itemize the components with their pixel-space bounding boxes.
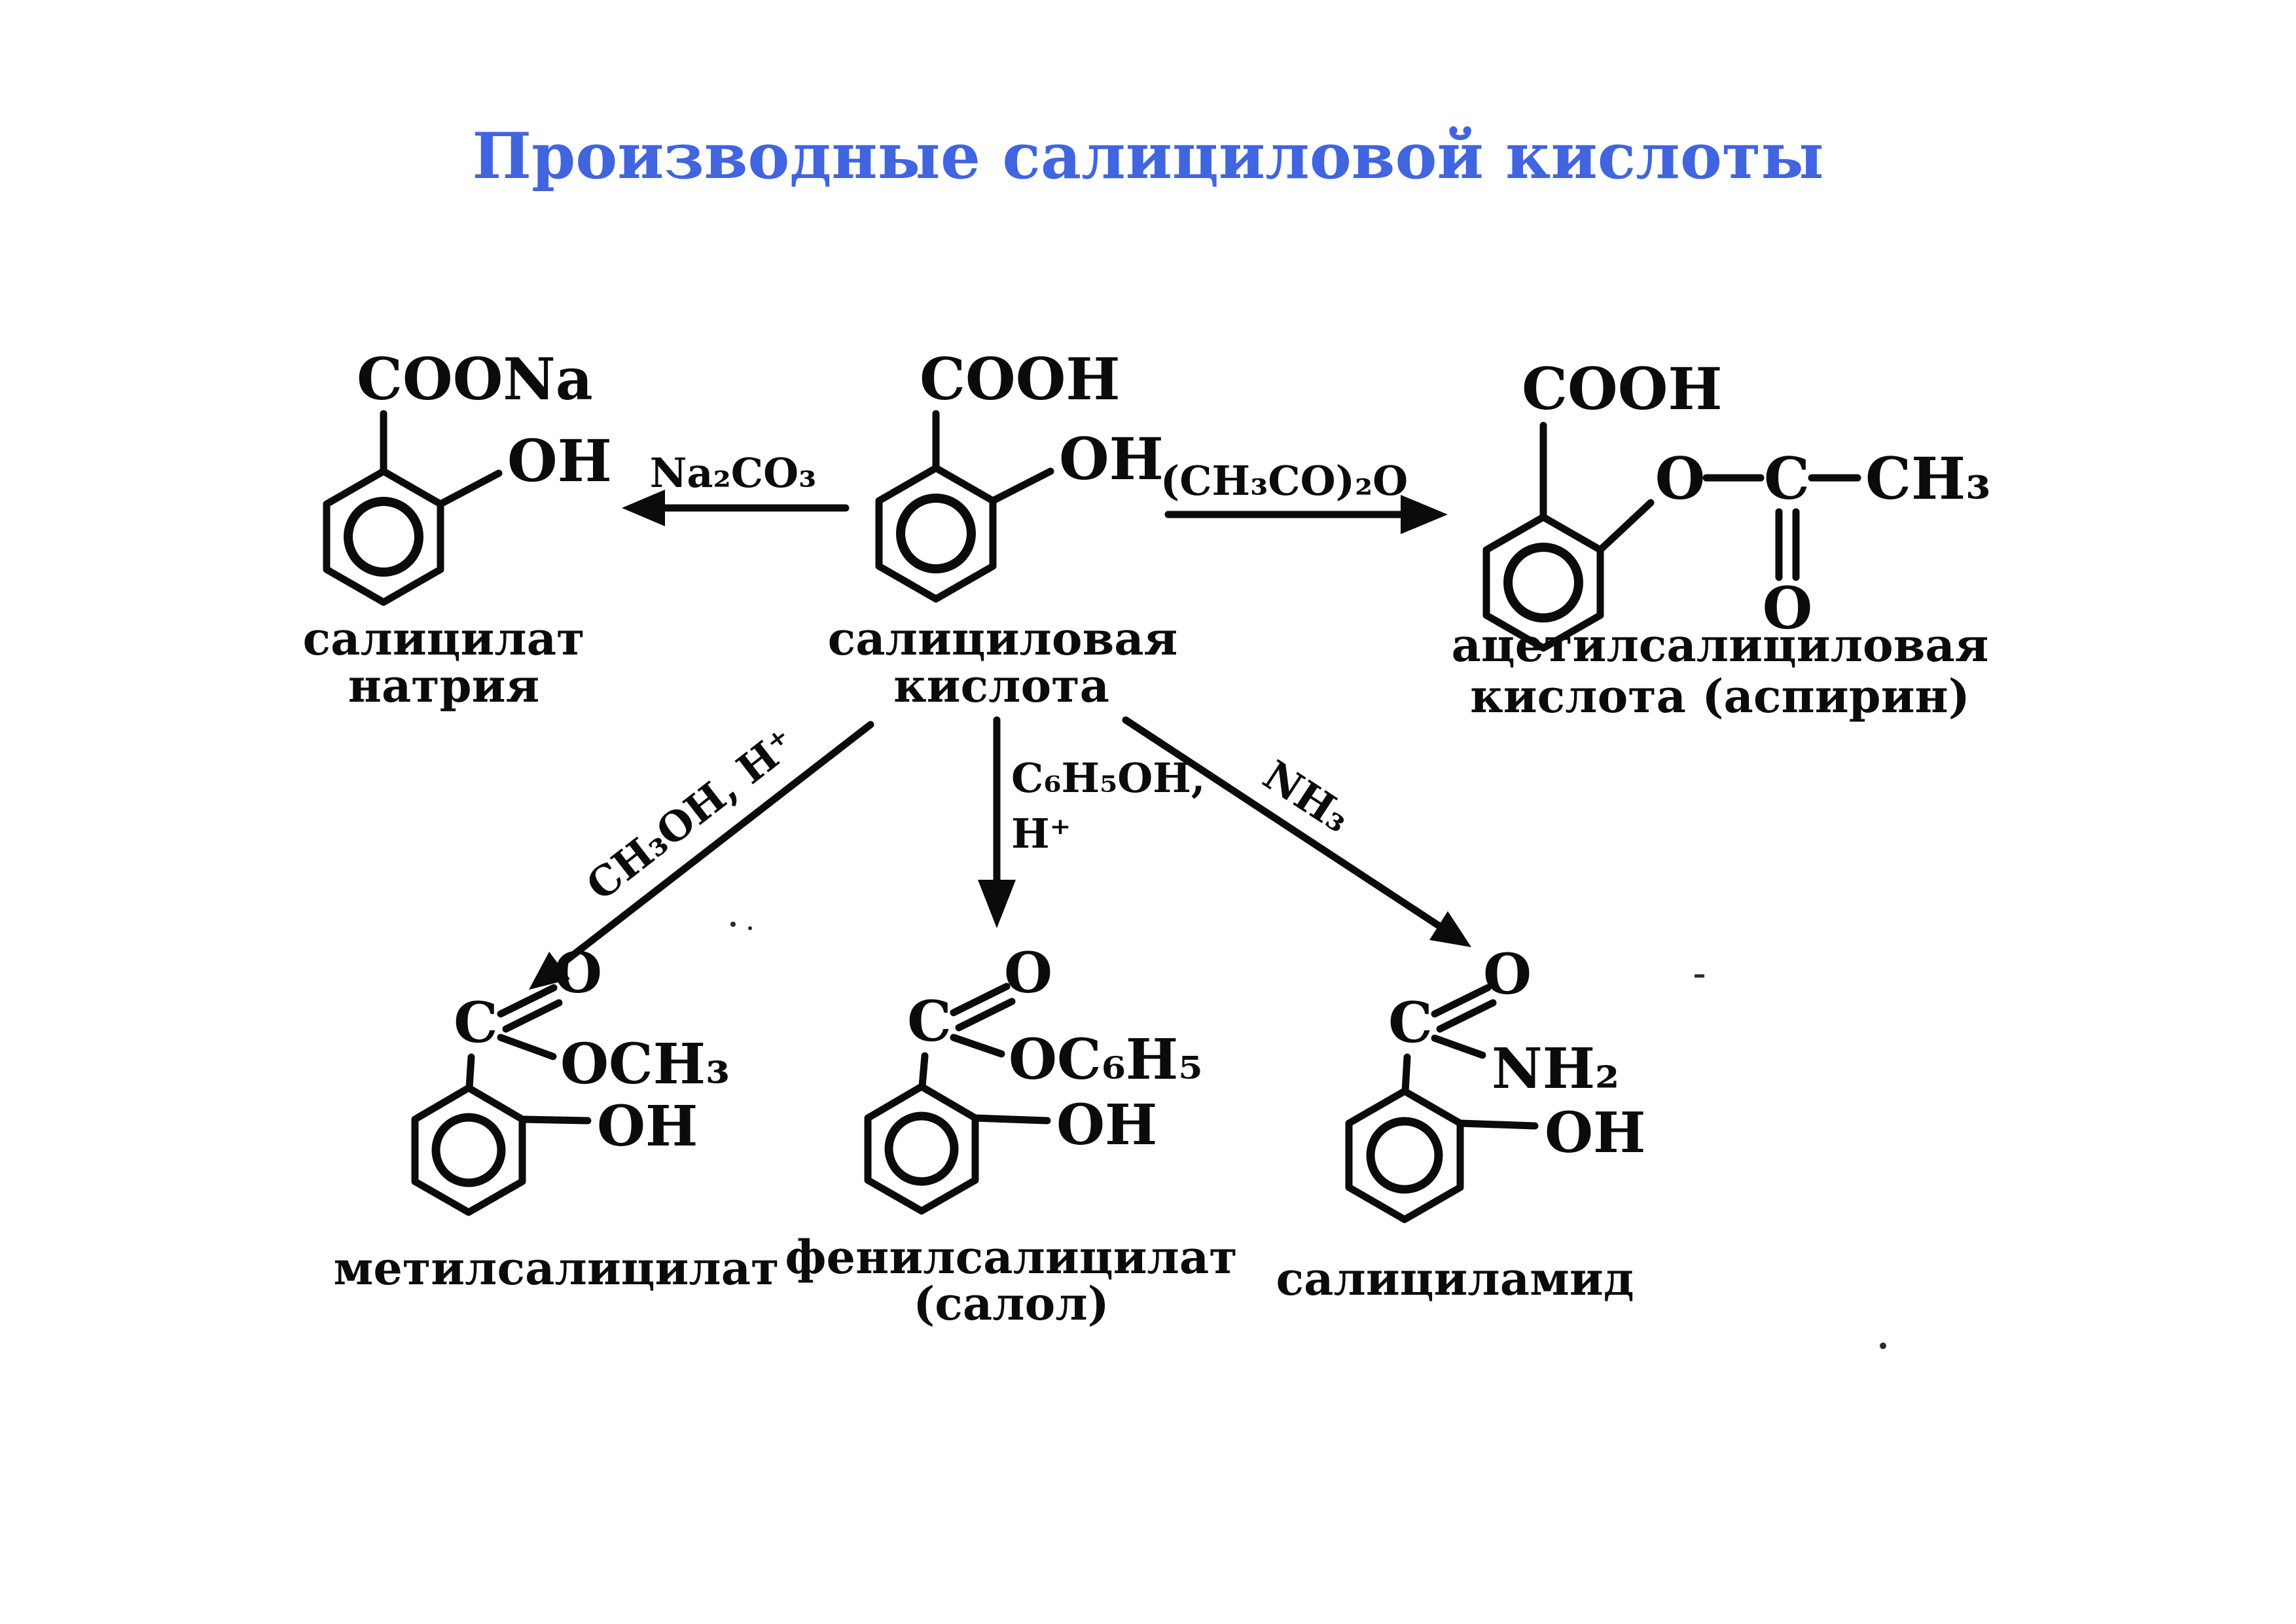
carbonyl-carbon-label: C	[907, 989, 952, 1055]
carbonyl-double-bond-line2	[955, 998, 1016, 1032]
ester-carbon-label: C	[1764, 444, 1810, 513]
reagent-label-ammonia: NH₃	[1255, 751, 1359, 842]
arrow-head-down-right	[1429, 911, 1471, 947]
speckle-dot	[730, 922, 736, 927]
arrow-shaft	[556, 721, 874, 969]
bond-c-to-ring	[465, 1053, 475, 1092]
compound-name-line1: фенилсалицилат	[785, 1230, 1237, 1284]
ester-oxygen-label: O	[1655, 444, 1706, 513]
arrow-shaft	[1122, 716, 1443, 929]
benzene-ring-circle	[1503, 543, 1583, 623]
coona-group-label: COONa	[357, 345, 593, 413]
hydroxyl-label: OH	[1545, 1100, 1645, 1166]
structure-salicylamide: C O NH₂ OH салициламид	[1276, 942, 1646, 1306]
structure-methyl-salicylate: C O OCH₃ OH метилсалицилат	[334, 941, 780, 1295]
methyl-group-label: CH₃	[1865, 444, 1991, 513]
benzene-ring-circle	[884, 1111, 959, 1186]
carbonyl-double-bond-line2	[502, 999, 563, 1033]
hydroxyl-label: OH	[1059, 425, 1164, 493]
carbonyl-double-bond-line1	[497, 984, 558, 1018]
structure-acetylsalicylic-acid: COOH O C CH₃ O ацетилсалициловая кислота…	[1452, 355, 1991, 723]
reaction-arrow-na2co3: Na₂CO₃	[622, 449, 850, 526]
speckle-dot	[1880, 1343, 1886, 1349]
benzene-ring-hexagon	[411, 1084, 526, 1216]
carbonyl-double-bond-line2	[1436, 999, 1497, 1033]
hydroxyl-label: OH	[1056, 1092, 1157, 1158]
amide-group-label: NH₂	[1492, 1036, 1619, 1102]
bond-c-to-ester	[497, 1034, 557, 1060]
bond-ring-to-oh	[971, 1114, 1051, 1125]
bond-ring-to-ester-o	[1596, 499, 1655, 554]
compound-name-line1: метилсалицилат	[334, 1241, 780, 1295]
arrow-head-down	[978, 880, 1016, 928]
diagram-title: Производные салициловой кислоты	[472, 119, 1823, 193]
compound-name-line2: кислота (аспирин)	[1470, 669, 1970, 723]
reaction-arrow-ammonia: NH₃	[1122, 716, 1471, 947]
benzene-ring-hexagon	[1345, 1087, 1464, 1223]
benzene-ring-circle	[344, 497, 423, 577]
reagent-label-na2co3: Na₂CO₃	[650, 449, 817, 497]
compound-name-line2: (салол)	[913, 1276, 1109, 1331]
bond-ring-to-oh	[518, 1115, 592, 1125]
compound-name-line1: салицилат	[303, 611, 585, 666]
reagent-label-phenol-line2: H⁺	[1011, 810, 1071, 857]
compound-name-line2: натрия	[348, 659, 540, 713]
cooh-group-label: COOH	[1522, 355, 1723, 423]
carbonyl-double-bond-line1	[950, 983, 1011, 1017]
hydroxyl-label: OH	[597, 1094, 698, 1159]
benzene-ring-hexagon	[864, 1083, 979, 1215]
scan-artifacts	[730, 922, 1886, 1349]
bond-ring-to-oh	[437, 469, 503, 508]
ester-group-label: OC₆H₅	[1009, 1027, 1202, 1092]
bond-ring-to-oh	[989, 467, 1054, 505]
carbonyl-oxygen-label: O	[1763, 574, 1813, 642]
ester-group-label: OCH₃	[560, 1032, 730, 1097]
bond-c-to-ester	[950, 1034, 1005, 1058]
structure-sodium-salicylate: COONa OH салицилат натрия	[303, 345, 612, 713]
speckle-dot	[748, 926, 752, 930]
bond-c-to-ring	[918, 1052, 929, 1091]
benzene-ring-circle	[1366, 1117, 1443, 1194]
carbonyl-oxygen-label: O	[1483, 942, 1532, 1007]
reaction-arrow-acetic-anhydride: (CH₃CO)₂O	[1160, 457, 1448, 534]
compound-name-line1: салициламид	[1276, 1252, 1634, 1306]
bond-c-to-amide	[1431, 1034, 1486, 1059]
carbonyl-oxygen-label: O	[1004, 941, 1052, 1006]
reagent-label-acetic-anhydride: (CH₃CO)₂O	[1160, 457, 1408, 505]
arrow-head-left	[622, 490, 665, 526]
reagent-label-methanol: CH₃OH, H⁺	[577, 719, 804, 910]
structure-phenyl-salicylate: C O OC₆H₅ OH фенилсалицилат (салол)	[785, 941, 1237, 1331]
cooh-group-label: COOH	[920, 345, 1121, 413]
hydroxyl-label: OH	[507, 427, 612, 495]
reagent-label-phenol-line1: C₆H₅OH,	[1011, 754, 1205, 802]
benzene-ring-circle	[896, 494, 976, 573]
carbonyl-carbon-label: C	[1388, 990, 1433, 1056]
arrow-head-right	[1401, 495, 1448, 534]
arrow-head-down-left	[529, 952, 570, 990]
carbonyl-carbon-label: C	[454, 990, 498, 1056]
reaction-arrow-phenol: C₆H₅OH, H⁺	[978, 716, 1205, 928]
carbonyl-double-bond-line1	[1431, 984, 1492, 1018]
bond-c-to-ring	[1401, 1053, 1411, 1095]
bond-ring-to-oh	[1456, 1119, 1539, 1130]
compound-name-line2: кислота	[893, 659, 1109, 713]
compound-name-line1: салициловая	[828, 611, 1178, 666]
structure-salicylic-acid: COOH OH салициловая кислота	[828, 345, 1178, 713]
benzene-ring-circle	[431, 1113, 506, 1187]
compound-name-line1: ацетилсалициловая	[1452, 618, 1989, 672]
carbonyl-oxygen-label: O	[554, 941, 602, 1006]
